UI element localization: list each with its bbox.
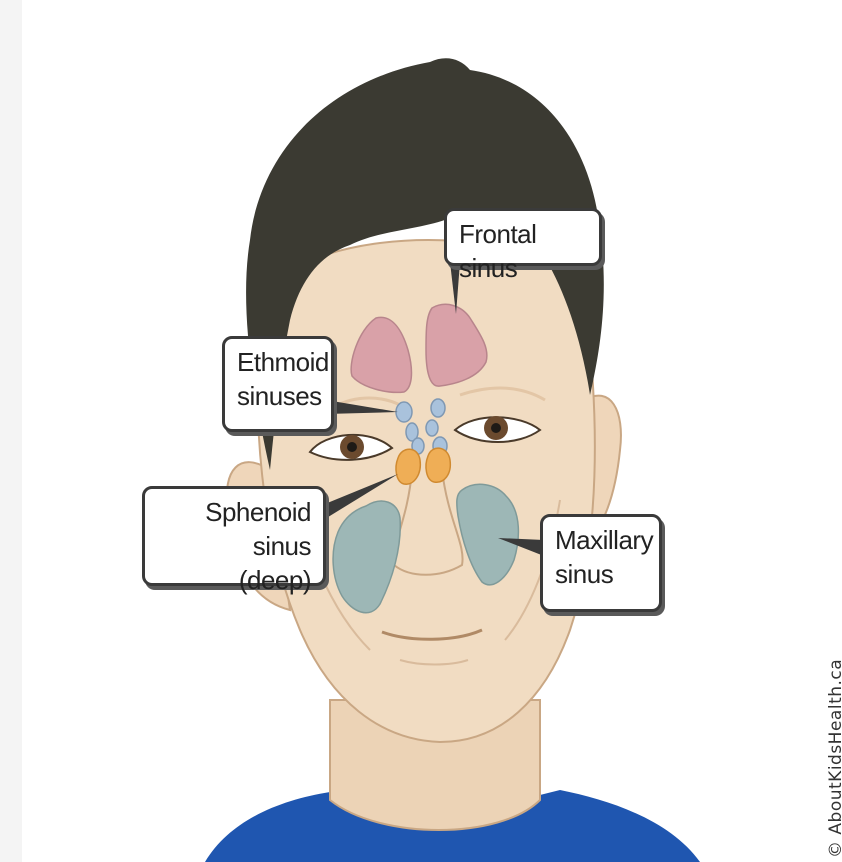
maxillary-text-line1: Maxillary	[555, 523, 647, 557]
copyright-notice: © AboutKidsHealth.ca	[826, 659, 842, 858]
ethmoid-sinuses-label: Ethmoid sinuses	[222, 336, 334, 432]
maxillary-sinus-label: Maxillary sinus	[540, 514, 662, 612]
frontal-sinus-text: Frontal sinus	[459, 217, 587, 285]
ethmoid-text-line2: sinuses	[237, 379, 319, 413]
maxillary-text-line2: sinus	[555, 557, 647, 591]
sphenoid-text-line2: (deep)	[157, 563, 311, 597]
ethmoid-text-line1: Ethmoid	[237, 345, 319, 379]
frontal-sinus-label: Frontal sinus	[444, 208, 602, 266]
sphenoid-sinus-label: Sphenoid sinus (deep)	[142, 486, 326, 586]
sphenoid-text-line1: Sphenoid sinus	[157, 495, 311, 563]
